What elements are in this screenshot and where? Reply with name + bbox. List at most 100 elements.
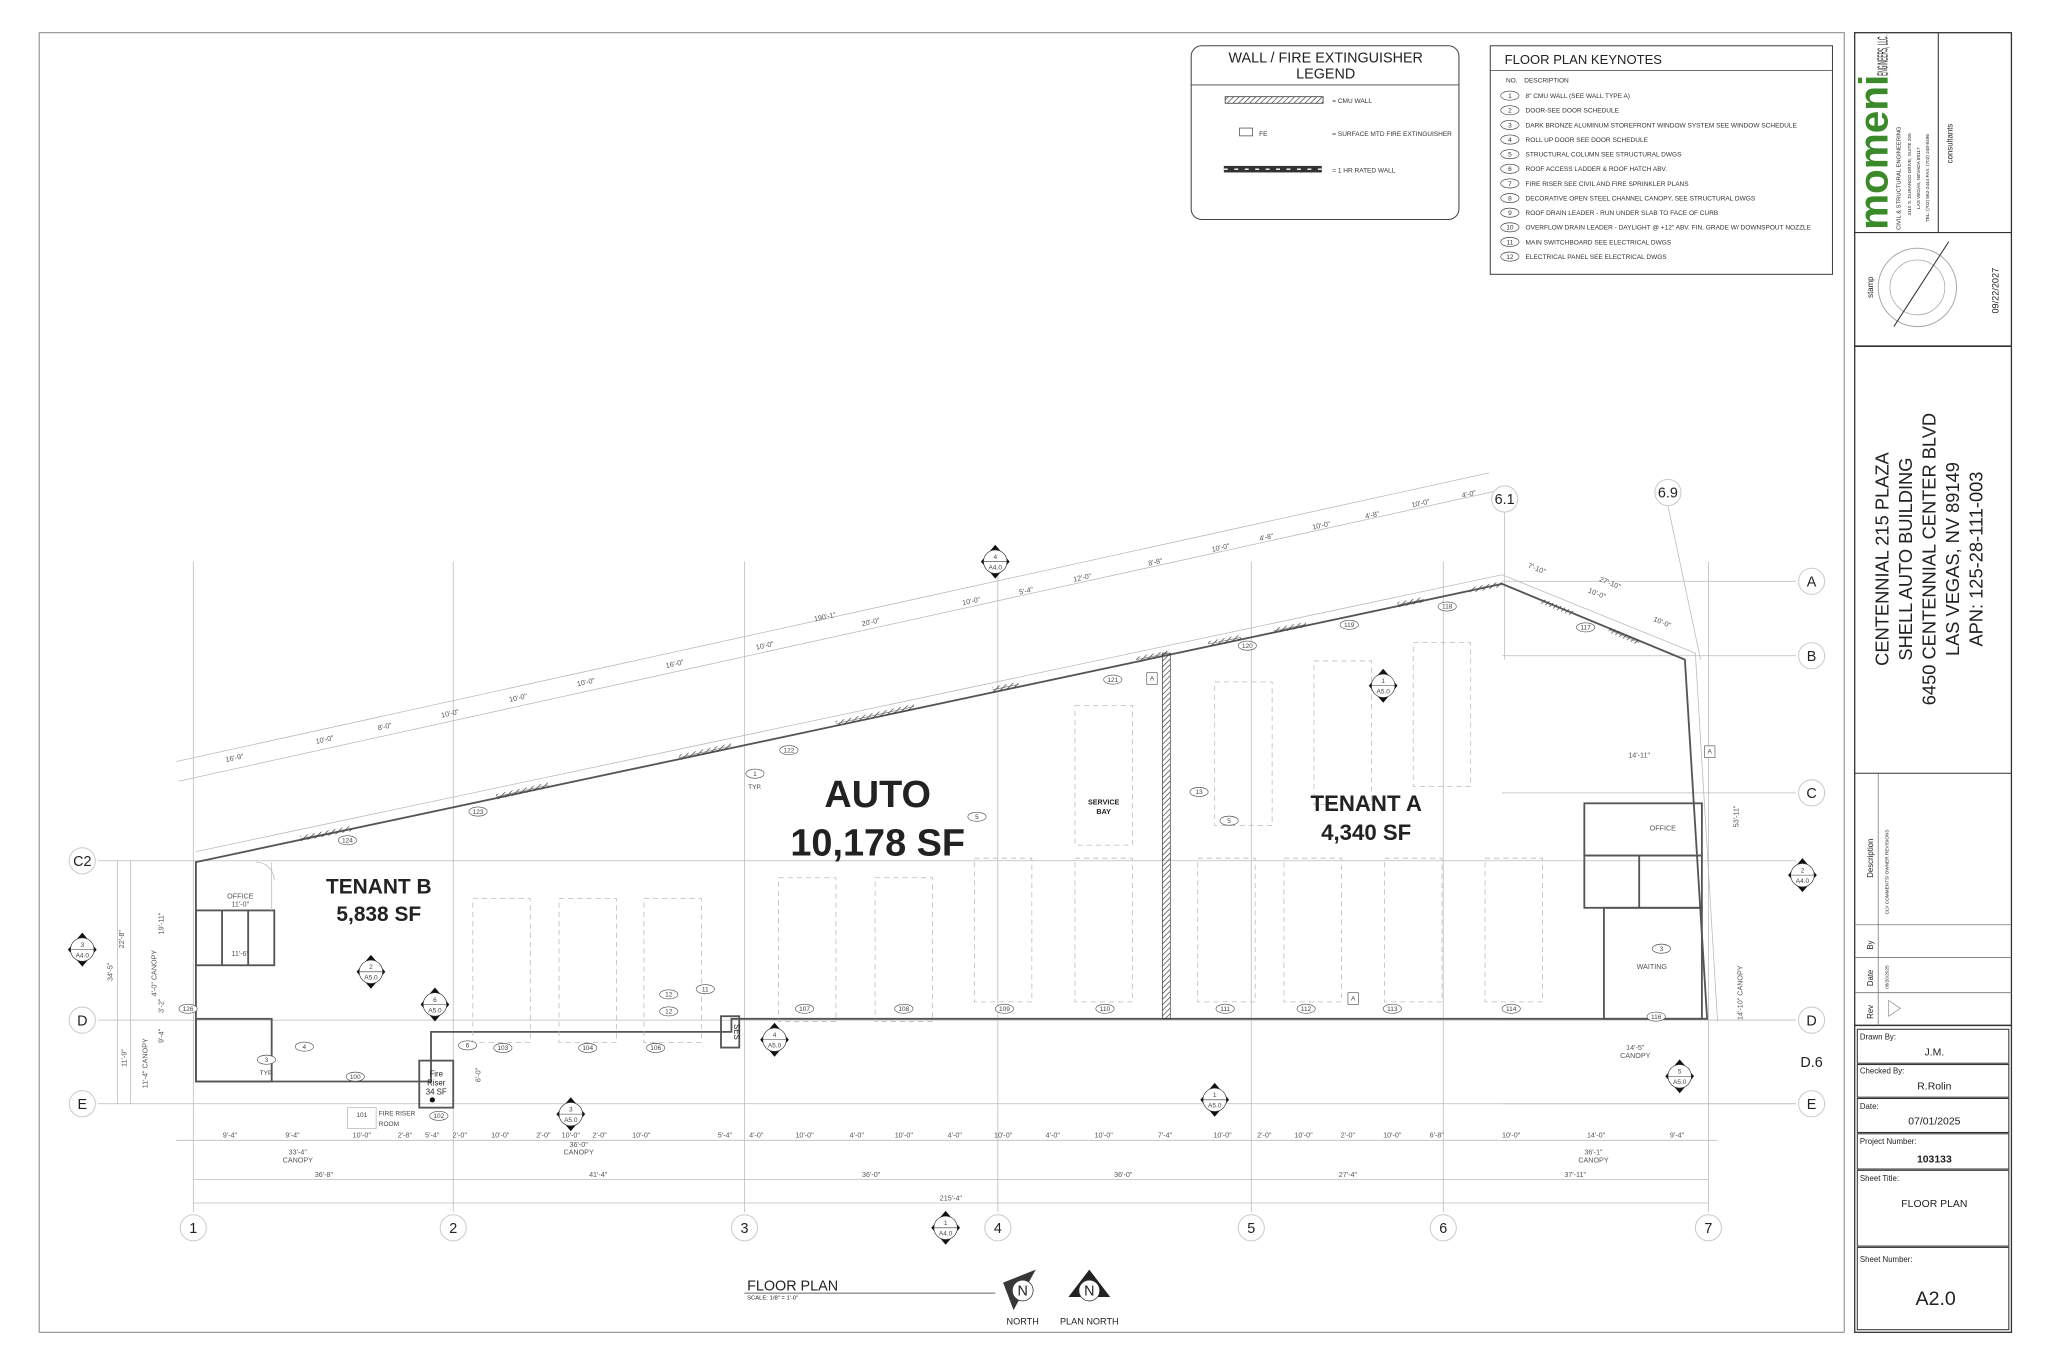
firm-tagline: CIVIL & STRUCTURAL ENGINEERING [1896,126,1902,230]
section-number: 1 [944,1220,948,1227]
keynote-tag: 5 [975,814,979,821]
stamp-label: stamp [1866,276,1875,298]
storefront-wall-segment-edge [1541,600,1574,615]
grid-label-D: D [1806,1013,1816,1029]
section-marker[interactable]: 3A5.0 [556,1097,586,1132]
room-tag-bubble [994,1003,1014,1014]
section-marker[interactable]: 3A4.0 [67,932,97,967]
keynote-description: DOOR-SEE DOOR SCHEDULE [1526,108,1620,115]
room-tag-bubble [468,806,488,817]
canopy-label: CANOPY [563,1149,594,1157]
keynote-description: 8" CMU WALL (SEE WALL TYPE A) [1526,93,1630,100]
roof-dimension: 8'-8" [1148,557,1164,568]
side-dimension: 9'-4" [157,1028,165,1043]
auto-area-name: AUTO [824,774,931,816]
side-dimension: 53'-11" [1732,805,1740,827]
checked-by-label: Checked By: [1860,1067,1904,1076]
section-sheet: A5.0 [564,1117,578,1124]
roof-dimension: 4'-0" [1461,489,1477,500]
grid-label-D.6: D.6 [1800,1055,1822,1071]
keynote-description: MAIN SWITCHBOARD SEE ELECTRICAL DWGS [1526,239,1672,246]
grid-dimension: 36'-0" [862,1171,881,1179]
roof-overall-dimension: 190'-1" [813,611,837,624]
keynote-tag-bubble [659,1006,679,1017]
section-marker[interactable]: 2A4.0 [1788,858,1817,893]
roof-dimension: 8'-0" [377,721,393,732]
canopy-dimension: 14'-5" [1626,1044,1645,1052]
side-dimension: 34'-5" [106,962,114,981]
keynote-tag: 1 [753,771,757,778]
section-marker[interactable]: 2A5.0 [356,954,386,989]
by-header: By [1866,940,1875,949]
legend-fe-label: = SURFACE MTD FIRE EXTINGUISHER [1332,131,1452,138]
section-marker[interactable]: 4A5.0 [760,1022,789,1057]
section-marker[interactable]: 1A5.0 [1368,668,1398,703]
wall-fire-extinguisher-legend: WALL / FIRE EXTINGUISHER LEGEND = CMU WA… [1190,45,1460,221]
keynote-tag: 3 [1660,946,1664,953]
grid-label-4: 4 [994,1221,1002,1237]
room-number-101: 101 [356,1112,367,1119]
roof-dimension: 10'-0" [755,640,775,652]
grid-bubble [730,1214,759,1242]
keynote-number: 8 [1508,195,1512,202]
section-sheet: A4.0 [989,565,1003,572]
keynote-number-bubble [1500,178,1520,189]
section-marker[interactable]: 5A5.0 [1665,1059,1695,1094]
bottom-dimension: 9'-4" [285,1132,300,1140]
tenant-a-name: TENANT A [1311,791,1422,816]
project-info: CENTENNIAL 215 PLAZA SHELL AUTO BUILDING… [1872,413,1987,705]
room-tag-122: 122 [783,747,794,754]
floor-plan: Fire Riser 34 SF 101 FIRE RISER ROOM SES… [67,472,1826,1326]
section-marker[interactable]: 4A4.0 [980,544,1010,579]
keynote-number-bubble [1500,163,1520,174]
storefront-wall-segment-edge [1397,599,1424,606]
room-tag-106: 106 [650,1045,661,1052]
keynote-tag: A [1351,996,1356,1003]
roof-dimension: 16'-0" [665,658,685,670]
grid-bubble [1694,1214,1722,1242]
room-tag-120: 120 [1242,643,1253,650]
keynote-number: 10 [1506,225,1514,232]
grid-bubble [1237,1214,1265,1242]
revision-description: CLV COMMENTS/ OWNER REVISIONS [1885,830,1890,915]
roof-dimension: 10'-0" [576,677,596,689]
keynote-description: ROOF DRAIN LEADER - RUN UNDER SLAB TO FA… [1526,210,1719,217]
vehicle-bay [874,877,933,1022]
storefront-wall-segment-edge [496,784,549,798]
keynote-number-bubble [1500,193,1520,203]
bottom-dimension: 4'-0" [1046,1132,1061,1140]
grid-bubble [1491,485,1519,513]
drawn-by-label: Drawn By: [1860,1033,1896,1042]
svg-text:N: N [1018,1284,1028,1300]
room-tag-100: 100 [350,1074,361,1081]
vehicle-bay [643,898,702,1043]
bottom-dimension: 2'-0" [1257,1132,1272,1140]
section-marker[interactable]: 6A5.0 [420,987,450,1022]
storefront-wall-segment-edge [679,745,732,758]
bottom-dimension: 4'-0" [948,1132,963,1140]
bottom-dimension: 10'-0" [353,1132,372,1140]
section-marker[interactable]: 1A5.0 [1200,1082,1230,1117]
keynote-description: STRUCTURAL COLUMN SEE STRUCTURAL DWGS [1526,152,1683,159]
bottom-dimension: 10'-0" [632,1132,651,1140]
typ-label: TYP. [748,784,762,791]
section-marker[interactable]: 1A4.0 [931,1210,960,1245]
section-sheet: A5.0 [428,1007,442,1014]
service-bay-label: SERVICE [1088,799,1120,807]
corner-dimension: 10'-0" [1587,587,1607,601]
keynote-number-bubble [1500,207,1520,218]
section-number: 2 [1801,868,1805,875]
keynote-number: 6 [1508,166,1512,173]
wall-type-tag [1347,992,1359,1005]
grid-label-3: 3 [740,1221,748,1237]
keynote-tag: 6 [466,1043,470,1050]
fire-riser-label: Fire [430,1069,443,1078]
keynote-tag-bubble [256,1054,276,1065]
revision-date: 08/20/2025 [1885,965,1890,989]
vehicle-bay [1283,857,1342,1003]
grid-label-2: 2 [449,1221,457,1237]
fire-riser-room: Fire Riser 34 SF 101 FIRE RISER ROOM [347,1059,455,1129]
project-number-label: Project Number: [1860,1137,1917,1146]
